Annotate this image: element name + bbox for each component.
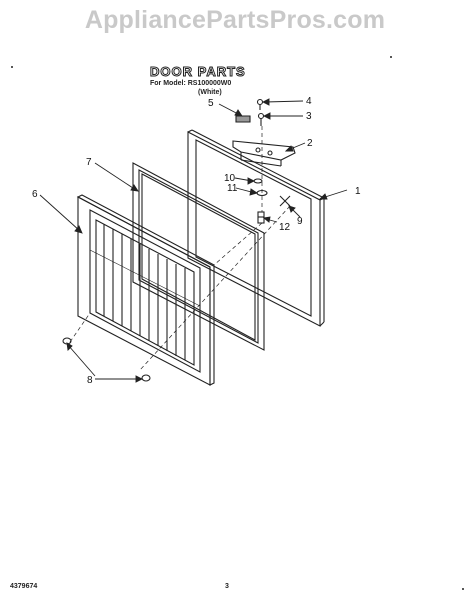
watermark: AppliancePartsPros.com [84, 6, 386, 34]
leader-lines [39, 98, 348, 383]
color-line: (White) [198, 89, 222, 96]
screw-part-8-lower [141, 374, 151, 382]
callout-4: 4 [306, 96, 312, 107]
model-line: For Model: RS100000W0 [150, 80, 232, 87]
callout-10: 10 [224, 173, 236, 184]
callout-1: 1 [355, 186, 361, 197]
hardware-part-10 [253, 178, 263, 184]
door-liner-part-6 [76, 194, 215, 386]
alignment-lines [69, 126, 291, 371]
callout-8: 8 [87, 375, 93, 386]
screw-part-4 [256, 98, 264, 110]
plug-part-12 [257, 211, 265, 224]
screw-part-3 [257, 112, 265, 126]
document-number: 4379674 [10, 583, 38, 590]
callout-6: 6 [32, 189, 38, 200]
door-frame-part-1 [187, 129, 325, 327]
scan-dots [11, 56, 464, 590]
hinge-bracket-part-2 [232, 140, 296, 167]
callout-9: 9 [297, 216, 303, 227]
callout-12: 12 [279, 222, 291, 233]
callout-numbers: 1 2 3 4 5 6 7 8 9 10 11 12 [32, 96, 361, 386]
pad-part-5 [235, 115, 251, 123]
callout-5: 5 [208, 98, 214, 109]
page-number: 3 [225, 583, 229, 590]
callout-7: 7 [86, 157, 92, 168]
screw-part-9 [279, 195, 291, 207]
callout-2: 2 [307, 138, 313, 149]
callout-11: 11 [227, 183, 238, 194]
diagram-title: DOOR PARTS [150, 64, 246, 80]
callout-3: 3 [306, 111, 312, 122]
